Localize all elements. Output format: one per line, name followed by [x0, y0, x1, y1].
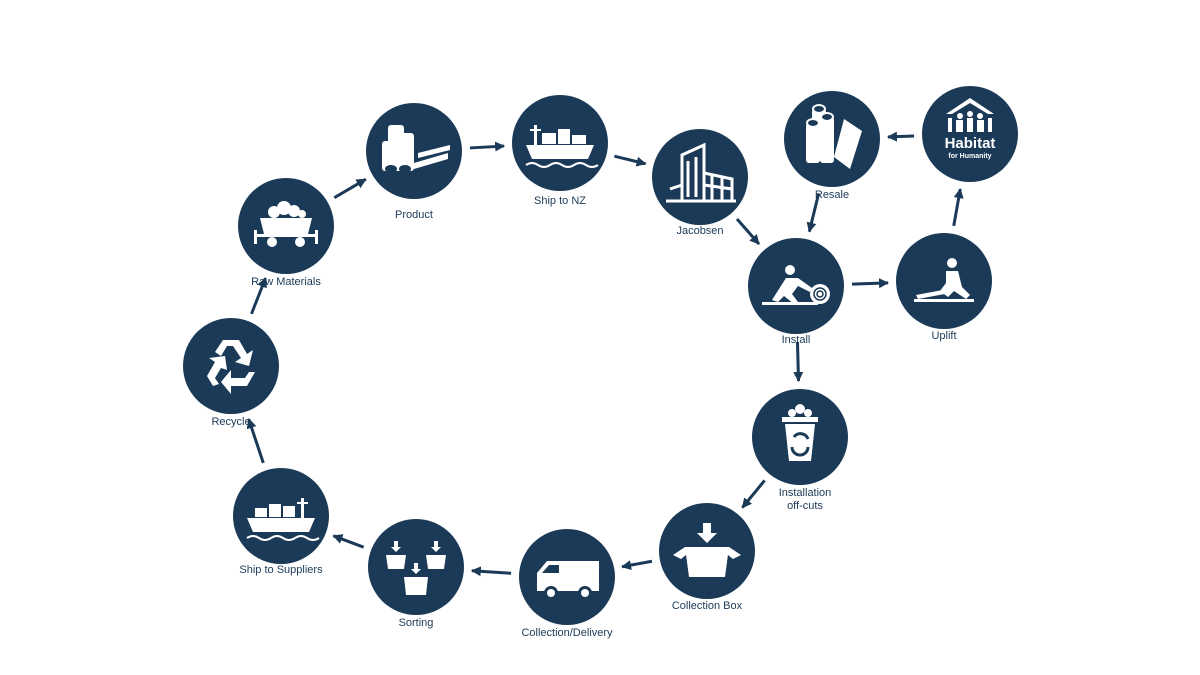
- install-node: [748, 238, 844, 334]
- arrow-delivery-to-sorting: [470, 566, 512, 577]
- recycle-icon: [207, 340, 255, 394]
- arrow-resale-to-install: [806, 193, 821, 233]
- person-rolling-carpet-icon: [762, 265, 830, 305]
- arrow-install-to-uplift: [851, 278, 890, 289]
- uplift-node: [896, 233, 992, 329]
- jacobsen-node: [652, 129, 748, 225]
- sorting-boxes-icon: [386, 541, 446, 595]
- collection-box-node: [659, 503, 755, 599]
- product-node: [366, 103, 462, 199]
- arrow-raw-to-product: [333, 178, 367, 199]
- installation-offcuts-label: Installation off-cuts: [778, 487, 832, 512]
- arrow-jacobsen-to-install: [735, 218, 761, 245]
- sorting-label: Sorting: [398, 617, 434, 629]
- arrow-habitat-to-resale: [886, 131, 915, 142]
- recycle-label: Recycle: [211, 416, 251, 428]
- recycle-bin-icon: [782, 404, 818, 461]
- resale-node: [784, 91, 880, 187]
- recycle-node: [183, 318, 279, 414]
- collection-delivery-node: [519, 529, 615, 625]
- svg-text:for Humanity: for Humanity: [948, 153, 991, 160]
- arrow-box-to-delivery: [621, 559, 653, 571]
- raw-materials-label: Raw Materials: [251, 276, 321, 288]
- product-label: Product: [395, 209, 433, 221]
- ship-to-nz-node: [512, 95, 608, 191]
- mine-cart-icon: [254, 201, 318, 247]
- ship-to-suppliers-label: Ship to Suppliers: [239, 564, 323, 576]
- collection-box-label: Collection Box: [671, 600, 743, 612]
- arrow-recycle-to-raw: [250, 277, 267, 315]
- arrow-uplift-to-habitat: [952, 188, 964, 227]
- arrow-offcuts-to-box: [741, 479, 766, 509]
- uplift-label: Uplift: [931, 330, 957, 342]
- arrow-ship_nz-to-jacobsen: [614, 154, 647, 167]
- logs-and-sheets-icon: [382, 125, 450, 173]
- arrow-product-to-ship_nz: [469, 141, 506, 152]
- raw-materials-node: [238, 178, 334, 274]
- ship-to-nz-label: Ship to NZ: [534, 195, 586, 207]
- cargo-ship-icon: [246, 498, 320, 541]
- habitat-for-humanity-logo: Habitat for Humanity: [945, 98, 996, 160]
- jacobsen-label: Jacobsen: [676, 225, 724, 237]
- van-icon: [537, 561, 599, 600]
- box-drop-icon: [673, 523, 741, 577]
- arrow-ship_sup-to-recycle: [246, 418, 265, 464]
- sorting-node: [368, 519, 464, 615]
- person-kneeling-icon: [914, 258, 974, 302]
- ship-to-suppliers-node: [233, 468, 329, 564]
- resale-label: Resale: [814, 189, 850, 201]
- habitat-node: Habitat for Humanity: [922, 86, 1018, 182]
- building-icon: [666, 142, 736, 203]
- collection-delivery-label: Collection/Delivery: [521, 627, 613, 639]
- carpet-rolls-icon: [806, 104, 862, 169]
- installation-offcuts-node: [752, 389, 848, 485]
- arrow-install-to-offcuts: [793, 341, 804, 383]
- arrow-sorting-to-ship_sup: [332, 534, 365, 549]
- cargo-ship-icon: [525, 125, 599, 168]
- svg-text:Habitat: Habitat: [945, 135, 996, 152]
- install-label: Install: [781, 334, 811, 346]
